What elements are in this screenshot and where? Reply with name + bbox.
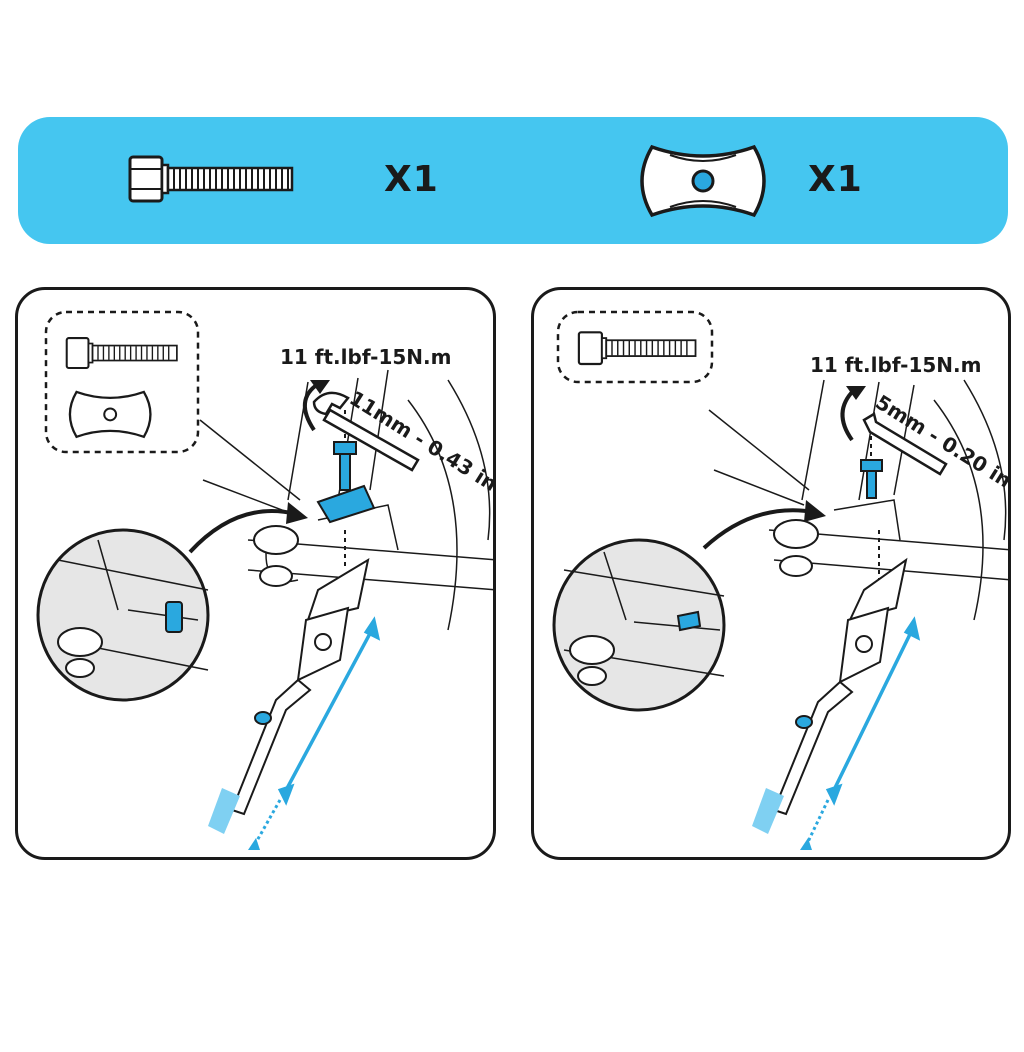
step-panel-right: 11 ft.lbf-15N.m 5mm - 0.20 in	[531, 287, 1011, 860]
spacer-plate-icon	[68, 390, 152, 439]
zoom-arrow	[702, 508, 815, 550]
zoom-arrow	[188, 509, 297, 554]
kickstand-foot	[752, 788, 784, 834]
spacer-plate-icon	[640, 144, 766, 218]
kickstand	[230, 557, 370, 816]
torque-label: 11 ft.lbf-15N.m	[810, 353, 981, 377]
torque-label: 11 ft.lbf-15N.m	[280, 345, 451, 369]
adjust-arrow	[830, 625, 916, 795]
kickstand	[772, 557, 908, 816]
mounting-bolt	[866, 467, 877, 499]
spacer-quantity: X1	[808, 159, 863, 200]
parts-callout-box	[44, 310, 200, 454]
rotation-arrow	[303, 382, 320, 432]
hex-bolt-icon	[65, 337, 178, 370]
step-left-illustration: 11 ft.lbf-15N.m 11mm - 0.43 in	[36, 310, 493, 850]
parts-callout-box	[556, 310, 714, 384]
parts-bar: X1 X1	[18, 117, 1008, 244]
bolt-quantity: X1	[384, 159, 439, 200]
mounting-bolt	[339, 449, 351, 491]
allen-key-icon	[862, 412, 948, 476]
zoom-detail-circle	[36, 528, 210, 702]
adjust-arrow	[282, 625, 376, 795]
step-right-illustration: 11 ft.lbf-15N.m 5mm - 0.20 in	[552, 310, 1008, 850]
blue-bracket	[316, 484, 376, 524]
open-wrench-icon	[312, 391, 420, 472]
rotation-arrow	[840, 388, 856, 442]
step-panel-left: 11 ft.lbf-15N.m 11mm - 0.43 in	[15, 287, 496, 860]
hex-bolt-icon	[128, 155, 294, 203]
hex-bolt-icon	[577, 331, 697, 366]
kickstand-foot	[208, 788, 240, 834]
